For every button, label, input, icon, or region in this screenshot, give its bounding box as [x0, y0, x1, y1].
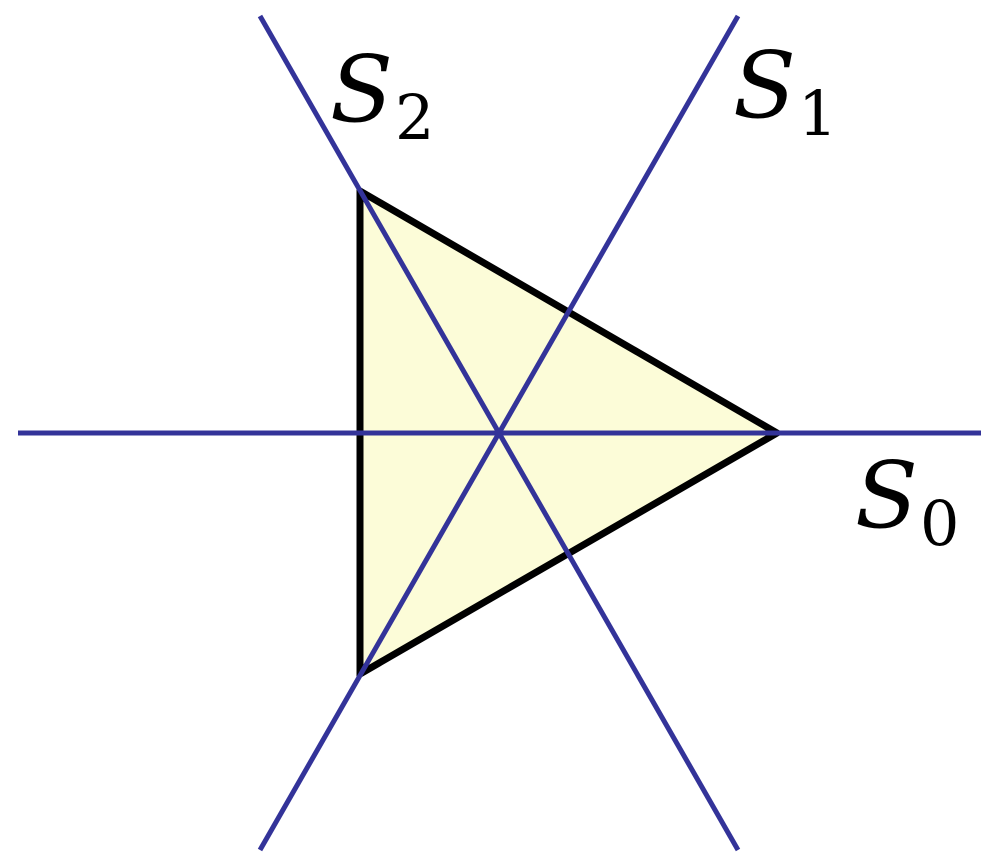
- label-s2-subscript: 2: [395, 81, 435, 154]
- mirror-line-s2: [257, 14, 741, 852]
- label-s0-main: S: [855, 442, 919, 549]
- label-s0-subscript: 0: [920, 487, 960, 560]
- label-s1-subscript: 1: [798, 77, 838, 150]
- label-s0: S0: [855, 450, 959, 555]
- label-s2: S2: [330, 44, 434, 149]
- label-s1: S1: [733, 40, 837, 145]
- label-s1-main: S: [733, 32, 797, 139]
- label-s2-main: S: [330, 36, 394, 143]
